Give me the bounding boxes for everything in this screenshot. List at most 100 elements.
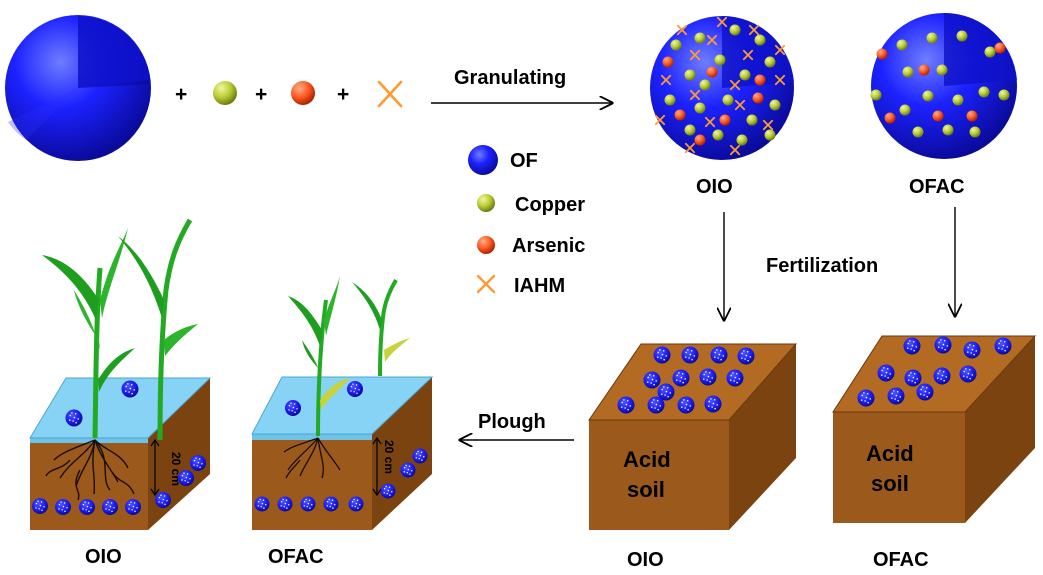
copper-particle-icon (978, 86, 990, 98)
soil-box-label-oio: OIO (627, 549, 664, 571)
copper-particle-icon (769, 99, 781, 111)
arsenic-particle-icon (918, 64, 930, 76)
fertilizer-granule-icon (32, 498, 48, 514)
plant-ofac-1 (288, 276, 350, 437)
mini-granules-layer (32, 336, 1012, 515)
oio-granule (650, 15, 794, 160)
fertilizer-granule-icon (916, 383, 934, 401)
fertilizer-granule-icon (710, 346, 728, 364)
of-sphere-large (5, 15, 151, 161)
iahm-marker-icon (762, 119, 774, 131)
copper-particle-icon (956, 30, 968, 42)
fertilizer-granule-icon (125, 499, 141, 515)
fertilizer-granule-icon (704, 395, 722, 413)
fertilizer-granule-icon (672, 369, 690, 387)
copper-particle-icon (764, 56, 776, 68)
acid-soil-box-oio (588, 343, 798, 530)
fertilizer-granule-icon (348, 496, 364, 512)
arsenic-particle-icon (876, 48, 888, 60)
iahm-marker-icon (660, 74, 672, 86)
fertilizer-granule-icon (300, 496, 316, 512)
arsenic-particle-icon (994, 42, 1006, 54)
arsenic-particle-icon (662, 56, 674, 68)
fertilizer-granule-icon (55, 499, 71, 515)
iahm-marker-icon (706, 34, 718, 46)
iahm-marker-icon (716, 16, 728, 28)
copper-particle-icon (736, 134, 748, 146)
soil-box-label-ofac: OFAC (873, 549, 929, 571)
arsenic-particle-icon (966, 110, 978, 122)
iahm-marker-icon (684, 142, 696, 154)
fertilizer-granule-icon (653, 346, 671, 364)
copper-particle-icon (922, 90, 934, 102)
copper-particle-icon (699, 79, 711, 91)
fertilizer-granule-icon (400, 462, 416, 478)
fertilizer-granule-icon (994, 337, 1012, 355)
iahm-marker-icon (774, 44, 786, 56)
fertilizer-granule-icon (102, 499, 118, 515)
copper-particle-icon (899, 104, 911, 116)
iahm-marker-icon (704, 116, 716, 128)
fertilizer-granule-icon (643, 371, 661, 389)
fertilizer-granule-icon (681, 346, 699, 364)
arsenic-particle-icon (674, 109, 686, 121)
copper-particle-icon (896, 39, 908, 51)
fertilizer-granule-icon (657, 383, 675, 401)
iahm-marker-icon (774, 74, 786, 86)
copper-particle-icon (952, 94, 964, 106)
plant-oio-2 (118, 218, 198, 441)
green-dot-icon (477, 194, 495, 212)
copper-particle-icon (694, 32, 706, 44)
plus-sign: + (175, 83, 187, 106)
pot-label-oio: OIO (85, 546, 122, 568)
copper-particle-icon (714, 54, 726, 66)
arsenic-ingredient-icon (291, 81, 315, 105)
legend-label-of: OF (510, 150, 538, 172)
fertilizer-granule-icon (190, 455, 206, 471)
fertilizer-granule-icon (285, 400, 301, 416)
copper-particle-icon (684, 124, 696, 136)
copper-particle-icon (764, 129, 776, 141)
fertilizer-granule-icon (677, 396, 695, 414)
fertilizer-granule-icon (617, 396, 635, 414)
plough-label: Plough (478, 411, 546, 433)
ofac-granule-label: OFAC (909, 176, 965, 198)
iahm-marker-icon (689, 89, 701, 101)
plant-oio-1 (42, 228, 135, 439)
blue-sphere-icon (468, 145, 498, 175)
iahm-marker-icon (748, 24, 760, 36)
iahm-marker-icon (742, 49, 754, 61)
iahm-marker-icon (676, 24, 688, 36)
copper-particle-icon (746, 114, 758, 126)
fertilizer-granule-icon (737, 347, 755, 365)
roots-ofac (283, 437, 341, 479)
iahm-marker-icon (729, 79, 741, 91)
acid-soil-box-ofac (832, 335, 1037, 523)
fertilizer-granule-icon (857, 389, 875, 407)
arsenic-particle-icon (752, 92, 764, 104)
acid-soil-text-line1: Acid (623, 447, 671, 472)
fertilizer-granule-icon (65, 409, 83, 427)
copper-particle-icon (712, 129, 724, 141)
copper-particle-icon (912, 126, 924, 138)
fertilizer-granule-icon (178, 470, 194, 486)
arsenic-particle-icon (884, 112, 896, 124)
granulating-arrow: Granulating (431, 67, 612, 103)
arsenic-particle-icon (706, 66, 718, 78)
legend-label-arsenic: Arsenic (512, 235, 585, 257)
pot-ofac (251, 376, 434, 530)
fertilizer-granule-icon (347, 381, 363, 397)
plant-ofac-2 (352, 278, 410, 377)
orange-x-icon (476, 274, 496, 294)
depth-indicator-ofac: 20 cm (372, 436, 396, 497)
granulating-label: Granulating (454, 67, 566, 89)
copper-particle-icon (984, 46, 996, 58)
fertilizer-granule-icon (277, 496, 293, 512)
fertilizer-granule-icon (323, 496, 339, 512)
copper-particle-icon (754, 34, 766, 46)
copper-particle-icon (942, 124, 954, 136)
copper-particle-icon (670, 39, 682, 51)
iahm-ingredient-icon (377, 80, 403, 108)
copper-ingredient-icon (213, 81, 237, 105)
